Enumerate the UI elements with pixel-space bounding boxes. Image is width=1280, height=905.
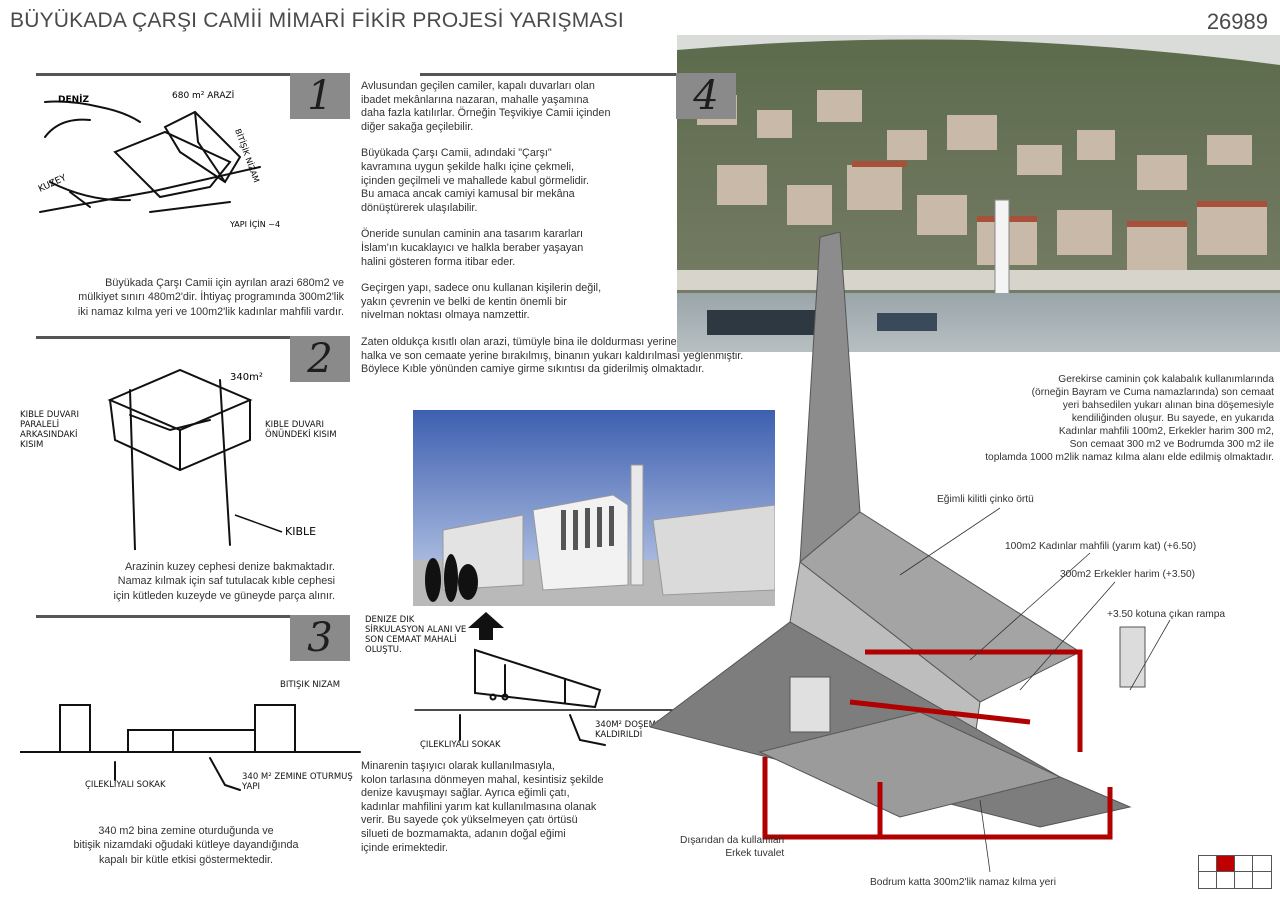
perspective-render xyxy=(413,410,775,606)
section-3-rule xyxy=(36,615,348,618)
annotation-basement: Bodrum katta 300m2'lik namaz kılma yeri xyxy=(870,877,1056,888)
sketch2-right: KIBLE DUVARI ÖNÜNDEKİ KISIM xyxy=(265,420,337,440)
sketch2-area: 340m² xyxy=(230,372,263,383)
sketch3-street: ÇİLEKLİYALI SOKAK xyxy=(85,780,166,790)
project-code: 26989 xyxy=(1206,9,1268,34)
main-paragraph: Avlusundan geçilen camiler, kapalı duvar… xyxy=(361,80,611,133)
sketch3-zemine: 340 m² ZEMİNE OTURMUŞ YAPI xyxy=(242,772,353,792)
main-paragraph: Geçirgen yapı, sadece onu kullanan kişil… xyxy=(361,282,602,322)
sketch1-kuzey: KUZEY xyxy=(37,173,68,195)
section-3-number: 3 xyxy=(307,615,333,661)
annotation-toilet: Dışarıdan da kullanılan Erkek tuvalet xyxy=(680,835,785,859)
annotation-womens: 100m2 Kadınlar mahfili (yarım kat) (+6.5… xyxy=(1005,541,1197,552)
center-sketch-street: ÇİLEKLİYALI SOKAK xyxy=(420,740,501,750)
section-4-number-box: 4 xyxy=(676,73,736,119)
section-2-caption: Arazinin kuzey cephesi denize bakmaktadı… xyxy=(113,561,335,602)
annotation-ramp: +3.50 kotuna çıkan rampa xyxy=(1107,609,1226,620)
section-4-number: 4 xyxy=(693,73,719,119)
sketch3-bitisik: BİTİŞİK NİZAM xyxy=(280,680,341,690)
sketch2-kible: KIBLE xyxy=(285,525,316,538)
massing-sketch-2: 340m² KIBLE DUVARI PARALELİ ARKASINDAKİ … xyxy=(20,368,337,550)
sketch2-left: KIBLE DUVARI PARALELİ ARKASINDAKİ KISIM xyxy=(20,410,79,450)
section-1-caption: Büyükada Çarşı Camii için ayrılan arazi … xyxy=(77,277,344,318)
center-caption: Minarenin taşıyıcı olarak kullanılmasıyl… xyxy=(361,760,604,854)
section-2-number-box: 2 xyxy=(290,336,350,382)
site-photo xyxy=(677,35,1280,352)
section-model xyxy=(650,232,1146,840)
section-sketch-center: DENİZE DİK SİRKULASYON ALANI VE SON CEMA… xyxy=(365,615,710,750)
section-1-number: 1 xyxy=(307,73,333,119)
sheet-key xyxy=(1198,855,1272,889)
sketch1-deniz: DENİZ xyxy=(58,94,89,105)
elevation-sketch-3: BİTİŞİK NİZAM ÇİLEKLİYALI SOKAK 340 m² Z… xyxy=(20,680,361,792)
section-3-caption: 340 m2 bina zemine oturduğunda ve bitişi… xyxy=(73,825,299,866)
annotation-roof: Eğimli kilitli çinko örtü xyxy=(937,494,1034,505)
section-4-rule xyxy=(420,73,736,76)
section-2-rule xyxy=(36,336,348,339)
main-text: Avlusundan geçilen camiler, kapalı duvar… xyxy=(361,80,826,390)
site-sketch-1: DENİZ 680 m² ARAZİ BİTİŞİK NİZAM KUZEY Y… xyxy=(37,90,280,229)
page-title: BÜYÜKADA ÇARŞI CAMİİ MİMARİ FİKİR PROJES… xyxy=(10,9,624,32)
section-3-number-box: 3 xyxy=(290,615,350,661)
section-2-number: 2 xyxy=(307,336,333,382)
up-arrow-icon xyxy=(468,612,504,640)
section-1-rule xyxy=(36,73,348,76)
annotation-mens: 300m2 Erkekler harim (+3.50) xyxy=(1060,569,1196,580)
center-sketch-doseme: 340m² DÖŞEME 350m KALDIRILDI xyxy=(595,720,688,740)
main-paragraph: Zaten oldukça kısıtlı olan arazi, tümüyl… xyxy=(361,335,744,376)
section-1-number-box: 1 xyxy=(290,73,350,119)
main-paragraph: Büyükada Çarşı Camii, adındaki "Çarşı" k… xyxy=(361,147,590,214)
center-sketch-text1: DENİZE DİK SİRKULASYON ALANI VE SON CEMA… xyxy=(365,615,467,655)
sketch1-arazi: 680 m² ARAZİ xyxy=(172,90,234,101)
sketch1-yapi: YAPI İÇİN ~480 m² xyxy=(229,219,280,229)
right-text: Gerekirse caminin çok kalabalık kullanım… xyxy=(985,374,1274,463)
main-paragraph: Öneride sunulan caminin ana tasarım kara… xyxy=(361,228,584,268)
